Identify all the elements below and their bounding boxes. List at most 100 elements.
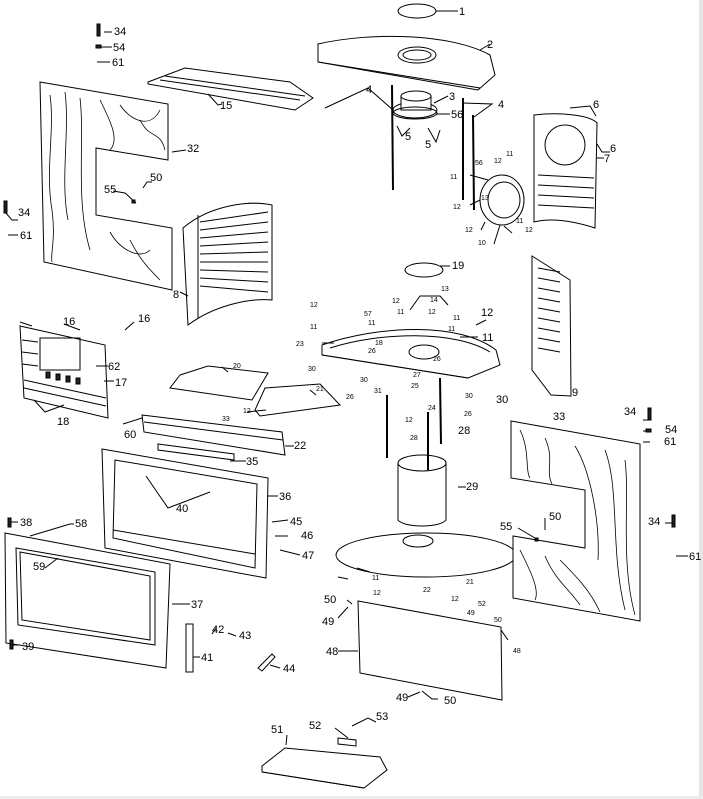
callout-49: 49 xyxy=(467,610,475,617)
part-firebox-top xyxy=(321,329,501,379)
callout-30: 30 xyxy=(496,394,508,406)
callout-55: 55 xyxy=(500,521,512,533)
callout-34: 34 xyxy=(114,26,126,38)
callout-52: 52 xyxy=(478,601,486,608)
callout-12: 12 xyxy=(405,417,413,424)
part-tie-rods xyxy=(391,84,475,211)
part-handle xyxy=(185,623,194,673)
callout-32: 32 xyxy=(187,143,199,155)
callout-26: 26 xyxy=(433,356,441,363)
callout-21: 21 xyxy=(466,579,474,586)
part-door-frame xyxy=(101,448,269,579)
callout-8: 8 xyxy=(173,289,179,301)
callout-44: 44 xyxy=(283,663,295,675)
callout-2: 2 xyxy=(487,39,493,51)
callout-26: 26 xyxy=(368,348,376,355)
callout-41: 41 xyxy=(201,652,213,664)
callout-20: 20 xyxy=(233,363,241,370)
callout-61: 61 xyxy=(112,57,124,69)
callout-54: 54 xyxy=(665,424,677,436)
callout-46: 46 xyxy=(301,530,313,542)
callout-40: 40 xyxy=(176,503,188,515)
callout-48: 48 xyxy=(326,646,338,658)
part-grate-right xyxy=(254,383,342,417)
part-top-plate xyxy=(317,35,496,91)
callout-11: 11 xyxy=(450,174,457,181)
part-base-plate xyxy=(335,532,517,578)
callout-59: 59 xyxy=(33,561,45,573)
callout-49: 49 xyxy=(396,692,408,704)
callout-33: 33 xyxy=(553,411,565,423)
callout-11: 11 xyxy=(372,575,379,582)
callout-12: 12 xyxy=(392,298,400,305)
callout-18: 18 xyxy=(375,340,383,347)
callout-19: 19 xyxy=(452,260,464,272)
callout-14: 14 xyxy=(430,297,438,304)
callout-11: 11 xyxy=(453,315,460,322)
part-combustion-tube xyxy=(397,454,447,527)
part-right-liner xyxy=(531,255,572,397)
callout-labels: 1 2 3 4 4 5 5 56 6 6 7 56 12 11 11 12 13… xyxy=(18,6,701,736)
callout-12: 12 xyxy=(428,309,436,316)
callout-10: 10 xyxy=(478,240,486,247)
callout-34: 34 xyxy=(648,516,660,528)
callout-50: 50 xyxy=(494,617,502,624)
part-ash-glass xyxy=(357,600,503,701)
part-flue-cap xyxy=(397,3,437,19)
callout-6: 6 xyxy=(610,143,616,155)
callout-12: 12 xyxy=(451,596,459,603)
callout-50: 50 xyxy=(444,695,456,707)
callout-3: 3 xyxy=(449,91,455,103)
callout-58: 58 xyxy=(75,518,87,530)
part-side-stone-right xyxy=(510,420,641,622)
scrollbar-track[interactable] xyxy=(699,0,703,799)
callout-37: 37 xyxy=(191,599,203,611)
callout-30: 30 xyxy=(360,377,368,384)
callout-39: 39 xyxy=(22,641,34,653)
callout-62: 62 xyxy=(108,361,120,373)
callout-12: 12 xyxy=(310,302,318,309)
callout-27: 27 xyxy=(413,372,421,379)
callout-11: 11 xyxy=(368,320,375,327)
callout-61: 61 xyxy=(664,436,676,448)
part-top-disc xyxy=(404,262,444,278)
callout-29: 29 xyxy=(466,481,478,493)
callout-50: 50 xyxy=(549,511,561,523)
callout-50: 50 xyxy=(324,594,336,606)
part-handle-tool xyxy=(257,653,276,672)
callout-25: 25 xyxy=(411,383,419,390)
callout-13: 13 xyxy=(441,286,449,293)
callout-12: 12 xyxy=(525,227,533,234)
callout-42: 42 xyxy=(212,624,224,636)
callout-11: 11 xyxy=(448,326,455,333)
part-flue-collar xyxy=(392,90,438,120)
callout-17: 17 xyxy=(115,377,127,389)
callout-47: 47 xyxy=(302,550,314,562)
callout-30: 30 xyxy=(308,366,316,373)
callout-48: 48 xyxy=(513,648,521,655)
callout-1: 1 xyxy=(459,6,465,18)
part-side-stone-left xyxy=(39,81,173,291)
callout-34: 34 xyxy=(624,406,636,418)
callout-11: 11 xyxy=(310,324,317,331)
callout-18: 18 xyxy=(57,416,69,428)
callout-51: 51 xyxy=(271,724,283,736)
part-support-rods xyxy=(386,377,442,470)
callout-55: 55 xyxy=(104,184,116,196)
callout-12: 12 xyxy=(243,408,251,415)
callout-11: 11 xyxy=(482,332,493,344)
callout-11: 11 xyxy=(516,218,523,225)
callout-60: 60 xyxy=(124,429,136,441)
part-flue-ring xyxy=(479,174,525,226)
callout-49: 49 xyxy=(322,616,334,628)
callout-34: 34 xyxy=(18,207,30,219)
callout-35: 35 xyxy=(246,456,258,468)
callout-53: 53 xyxy=(376,711,388,723)
bottom-edge xyxy=(0,796,703,799)
part-ash-tray xyxy=(261,747,388,789)
callout-26: 26 xyxy=(346,394,354,401)
callout-22: 22 xyxy=(423,587,431,594)
callout-23: 23 xyxy=(296,341,304,348)
callout-12: 12 xyxy=(373,590,381,597)
